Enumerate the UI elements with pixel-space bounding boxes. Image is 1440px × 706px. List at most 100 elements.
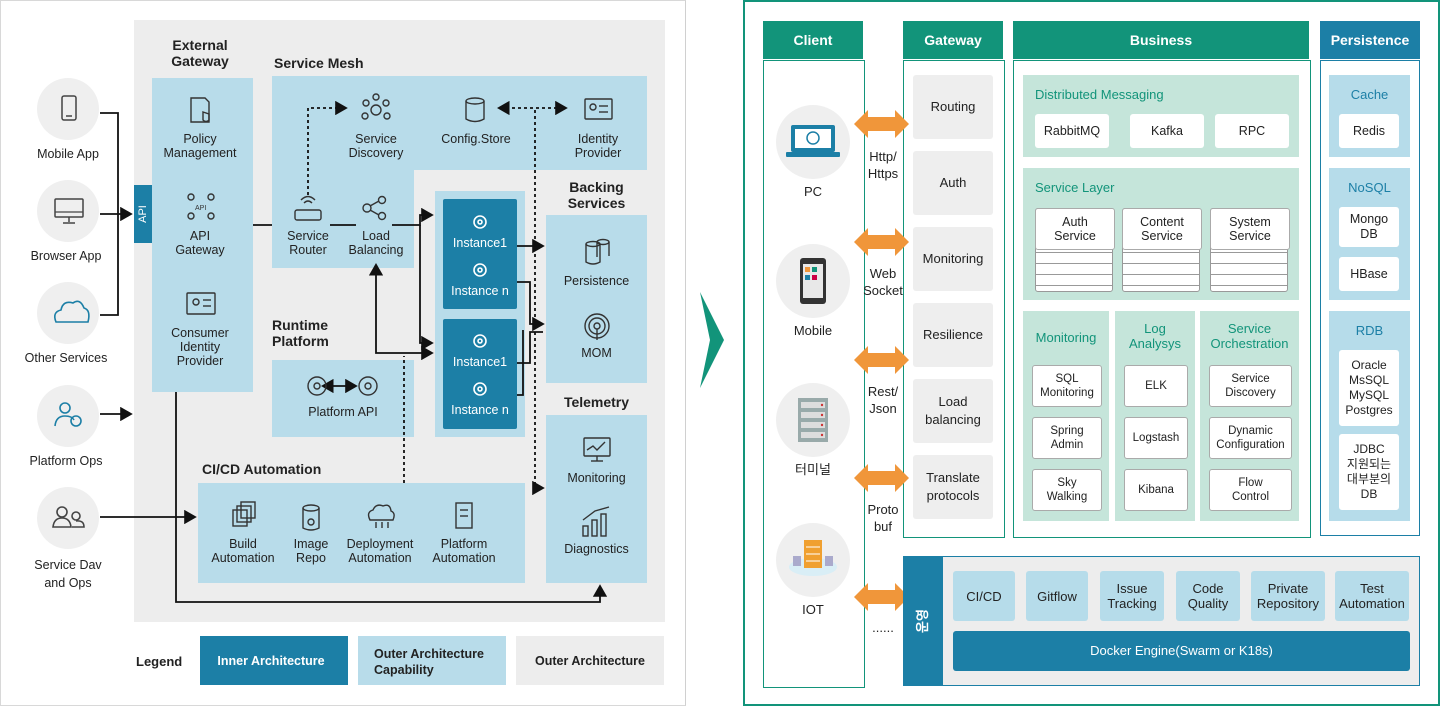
instance-group-2 — [443, 319, 517, 429]
platform-server-icon — [455, 502, 473, 529]
auth-service: Auth Service — [1035, 208, 1115, 250]
gateway-resilience: Resilience — [913, 303, 993, 367]
client-browser-app: Browser App — [30, 249, 102, 263]
left-connectors: API — [100, 93, 613, 603]
docker-engine-bar: Docker Engine(Swarm or K18s) — [953, 631, 1410, 671]
external-gateway-title: External Gateway — [171, 37, 229, 69]
hbase-box: HBase — [1339, 257, 1399, 291]
terminal-label: 터미널 — [795, 462, 831, 477]
diagnostics-bars-icon — [582, 506, 610, 537]
rabbitmq-box: RabbitMQ — [1035, 114, 1109, 148]
image-repo-label: Image Repo — [293, 537, 329, 565]
gear-icon — [473, 215, 487, 396]
ops-tab-label: 운영 — [915, 609, 930, 633]
service-router-label: Service Router — [287, 229, 329, 257]
telemetry-box — [546, 415, 647, 583]
build-automation-label: Build Automation — [211, 537, 275, 565]
redis-box: Redis — [1339, 114, 1399, 148]
ops-tab — [903, 556, 943, 686]
client-platform-ops: Platform Ops — [29, 454, 103, 468]
platform-automation-label: Platform Automation — [432, 537, 496, 565]
backing-services-title: Backing Services — [567, 179, 626, 211]
nosql-title: NoSQL — [1348, 180, 1391, 195]
legend-title: Legend — [136, 654, 183, 669]
external-gateway-box — [152, 78, 253, 392]
people-icon — [59, 402, 71, 414]
api-gateway-label: API Gateway — [175, 229, 225, 257]
ops-test-automation: Test Automation — [1335, 571, 1409, 621]
elk-box: ELK — [1124, 365, 1188, 407]
jdbc-box: JDBC 지원되는 대부분의 DB — [1339, 434, 1399, 510]
iot-label: IOT — [802, 602, 824, 617]
cache-title: Cache — [1350, 87, 1389, 102]
mom-icon — [584, 313, 610, 340]
instance-1a-label: Instance1 — [452, 236, 508, 250]
mobile-label: Mobile — [793, 323, 833, 338]
server-rack-icon — [798, 398, 828, 442]
right-panel — [743, 0, 1440, 706]
chevron-right-icon — [700, 292, 724, 388]
gateway-load-balancing: Load balancing — [913, 379, 993, 443]
policy-management-label: Policy Management — [163, 132, 237, 160]
legend-outer-label: Outer Architecture — [535, 654, 645, 668]
laptop-icon — [786, 125, 840, 157]
image-repo-icon — [302, 504, 320, 531]
persistence-header: Persistence — [1320, 21, 1420, 59]
cloud-icon — [54, 300, 90, 323]
runtime-platform-title: Runtime Platform — [272, 317, 329, 349]
deployment-cloud-icon — [367, 504, 395, 528]
service-mesh-top — [272, 76, 647, 170]
legend-inner-label: Inner Architecture — [217, 654, 325, 668]
load-balancer-icon — [362, 195, 387, 221]
instance-na-label: Instance n — [451, 284, 509, 298]
api-tab — [134, 185, 152, 243]
sql-monitoring: SQL Monitoring — [1032, 365, 1102, 407]
persistence-icon — [585, 238, 610, 265]
kafka-box: Kafka — [1130, 114, 1204, 148]
instance-group-1 — [443, 199, 517, 309]
ops-private-repository: Private Repository — [1251, 571, 1325, 621]
config-store-label: Config.Store — [441, 132, 511, 146]
client-icons — [52, 95, 90, 528]
policy-icon — [190, 97, 210, 123]
database-icon — [465, 97, 485, 123]
ops-gitflow: Gitflow — [1026, 571, 1088, 621]
rdb-title: RDB — [1355, 323, 1384, 338]
client-other-services: Other Services — [24, 351, 108, 365]
flow-control-box: Flow Control — [1209, 469, 1292, 511]
rpc-box: RPC — [1215, 114, 1289, 148]
diagnostics-label: Diagnostics — [564, 542, 629, 556]
sky-walking: Sky Walking — [1032, 469, 1102, 511]
ops-issue-tracking: Issue Tracking — [1100, 571, 1164, 621]
gateway-translate-protocols: Translate protocols — [913, 455, 993, 519]
persistence-label: Persistence — [563, 274, 630, 288]
system-service: System Service — [1210, 208, 1290, 250]
mongodb-box: Mongo DB — [1339, 207, 1399, 247]
cicd-box — [198, 483, 525, 583]
build-icon — [232, 501, 256, 527]
business-header: Business — [1013, 21, 1309, 59]
monitoring-label: Monitoring — [567, 471, 626, 485]
protocol-rest: Rest/ Json — [867, 384, 899, 416]
service-discovery-box: Service Discovery — [1209, 365, 1292, 407]
log-analysis-title: Log Analysys — [1128, 321, 1182, 351]
service-discovery-label: Service Discovery — [348, 132, 404, 160]
distributed-messaging-title: Distributed Messaging — [1035, 87, 1164, 102]
legend-outer-capability-label: Outer Architecture Capability — [374, 647, 484, 677]
telemetry-title: Telemetry — [563, 394, 630, 410]
cicd-title: CI/CD Automation — [202, 461, 322, 477]
service-layer-title: Service Layer — [1035, 180, 1115, 195]
client-mobile-app: Mobile App — [37, 147, 99, 161]
kibana-box: Kibana — [1124, 469, 1188, 511]
logstash-box: Logstash — [1124, 417, 1188, 459]
router-icon — [294, 195, 322, 221]
instance-1b-label: Instance1 — [452, 355, 508, 369]
pc-label: PC — [803, 184, 823, 199]
client-header: Client — [763, 21, 863, 59]
svg-text:API: API — [195, 205, 206, 212]
gateway-header: Gateway — [903, 21, 1003, 59]
orchestration-title: Service Orchestration — [1210, 321, 1289, 351]
gateway-routing: Routing — [913, 75, 993, 139]
gateway-auth: Auth — [913, 151, 993, 215]
